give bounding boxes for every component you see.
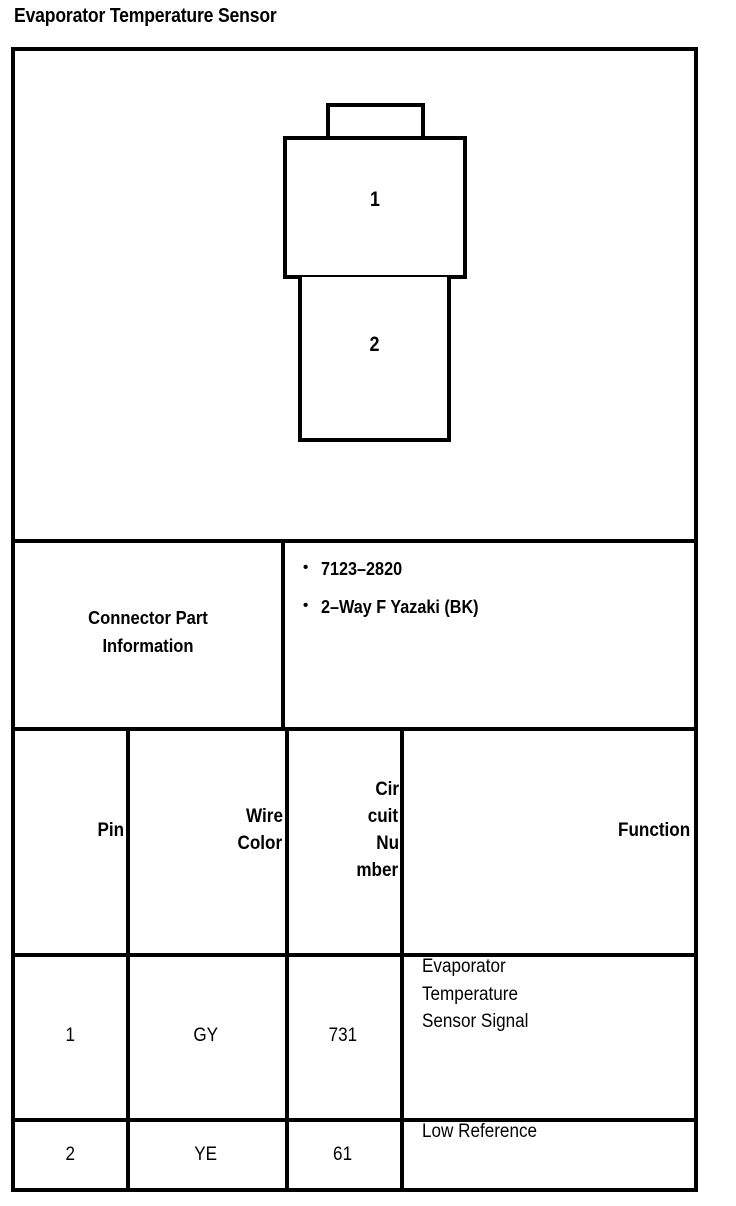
connector-part-information-section: Connector Part Information • 7123–2820 •… (15, 539, 694, 727)
cell-circuit-number: 731 (328, 1024, 357, 1046)
column-header-wire-color-line: Color (237, 833, 283, 854)
cpi-item: • 2–Way F Yazaki (BK) (285, 597, 694, 618)
bullet-icon: • (303, 597, 309, 614)
column-header-pin-line: Pin (97, 819, 125, 841)
cpi-item-text: 2–Way F Yazaki (BK) (321, 597, 479, 617)
cell-pin: 1 (65, 1024, 76, 1046)
page-title: Evaporator Temperature Sensor (14, 5, 277, 27)
divider-row-1-bottom (11, 1118, 698, 1122)
divider-column-pin (126, 727, 130, 1188)
column-header-circuit-number: Cir cuit Nu mber (285, 727, 400, 953)
cell-wire-color: YE (194, 1144, 217, 1165)
column-header-pin: Pin (15, 727, 126, 953)
cpi-label-line-2: Information (102, 636, 194, 656)
divider-column-circuit-number (400, 727, 404, 1188)
divider-cpi-bottom (11, 727, 698, 731)
cell-function: Evaporator Temperature Sensor Signal (422, 956, 529, 1033)
connector-part-information-label: Connector Part Information (26, 539, 271, 727)
cell-circuit-number: 61 (332, 1144, 353, 1165)
connector-cavity-2: 2 (298, 277, 451, 442)
cpi-item: • 7123–2820 (285, 559, 694, 580)
table-header-row: Pin Wire Color Cir cuit Nu mber Function (15, 727, 694, 953)
cell-function: Low Reference (422, 1121, 538, 1142)
connector-lock-tab (326, 103, 425, 141)
divider-header-bottom (11, 953, 698, 957)
connector-diagram: 1 2 (15, 51, 694, 539)
connector-part-information-values: • 7123–2820 • 2–Way F Yazaki (BK) (285, 539, 694, 727)
table-row: 2 YE 61 Low Reference (15, 1118, 694, 1192)
column-header-function-line: Function (617, 819, 690, 841)
column-header-wire-color-line: Wire (246, 806, 283, 828)
cavity-label-2: 2 (369, 333, 380, 356)
table-row: 1 GY 731 Evaporator Temperature Sensor S… (15, 953, 694, 1118)
column-header-circuit-number-line: Nu (375, 833, 399, 854)
cavity-label-1: 1 (370, 188, 380, 211)
connector-cavity-1: 1 (283, 136, 467, 279)
bullet-icon: • (303, 559, 309, 576)
cell-wire-color: GY (193, 1024, 218, 1046)
connector-sheet: 1 2 Connector Part Information • 7123–28… (11, 47, 698, 1192)
divider-column-wire-color (285, 727, 289, 1188)
column-header-circuit-number-line: mber (355, 859, 398, 881)
divider-cpi-column (281, 539, 285, 727)
column-header-wire-color: Wire Color (126, 727, 285, 953)
column-header-function: Function (400, 727, 694, 953)
divider-diagram-bottom (11, 539, 698, 543)
cpi-item-text: 7123–2820 (321, 559, 403, 579)
column-header-circuit-number-line: Cir (374, 779, 399, 801)
column-header-circuit-number-line: cuit (367, 806, 399, 828)
pin-table: Pin Wire Color Cir cuit Nu mber Function… (11, 727, 698, 1188)
cell-pin: 2 (65, 1144, 76, 1165)
cpi-label-line-1: Connector Part (88, 608, 208, 629)
